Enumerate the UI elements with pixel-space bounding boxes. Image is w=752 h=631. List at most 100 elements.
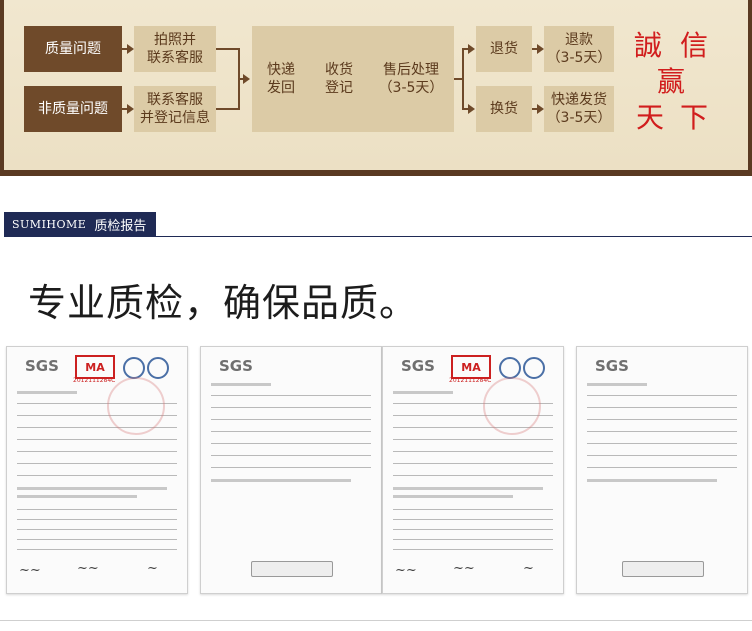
doc-rule bbox=[17, 509, 177, 510]
connector bbox=[532, 108, 538, 110]
doc-rule bbox=[393, 427, 553, 428]
exchange-goods-label: 换货 bbox=[490, 101, 518, 117]
doc-text-line bbox=[393, 495, 513, 498]
inspection-report-thumbnail: SGS bbox=[576, 346, 748, 594]
connector bbox=[462, 48, 464, 110]
arrow-icon bbox=[243, 74, 250, 84]
doc-text-line bbox=[587, 383, 647, 386]
certification-seal-icon bbox=[523, 357, 545, 379]
red-stamp-mark bbox=[107, 377, 165, 435]
doc-rule bbox=[393, 539, 553, 540]
section-divider bbox=[156, 236, 752, 237]
refund-line2: （3-5天） bbox=[546, 50, 612, 66]
doc-rule bbox=[211, 395, 371, 396]
express-ship-line1: 快递发货 bbox=[551, 92, 607, 108]
doc-rule bbox=[393, 451, 553, 452]
doc-rule bbox=[17, 463, 177, 464]
after-sales-box: 售后处理 （3-5天） bbox=[368, 26, 454, 132]
doc-rule bbox=[17, 539, 177, 540]
doc-rule bbox=[587, 431, 737, 432]
arrow-icon bbox=[468, 44, 475, 54]
express-ship-box: 快递发货 （3-5天） bbox=[544, 86, 614, 132]
express-return-box: 快递 发回 bbox=[252, 26, 310, 132]
signature-mark: ~ bbox=[147, 561, 158, 576]
red-stamp-mark bbox=[483, 377, 541, 435]
connector bbox=[462, 48, 470, 50]
signature-mark: ~~ bbox=[453, 561, 475, 576]
signature-mark: ~~ bbox=[19, 563, 41, 578]
doc-rule bbox=[393, 519, 553, 520]
page-headline: 专业质检，确保品质。 bbox=[28, 281, 419, 325]
inspection-report-thumbnail: SGS bbox=[200, 346, 382, 594]
connector bbox=[454, 78, 464, 80]
doc-rule bbox=[393, 439, 553, 440]
arrow-icon bbox=[127, 104, 134, 114]
doc-rule bbox=[17, 519, 177, 520]
certification-seal-icon bbox=[123, 357, 145, 379]
contact-register-line1: 联系客服 bbox=[147, 92, 203, 108]
doc-text-line bbox=[211, 479, 351, 482]
doc-text-line bbox=[211, 383, 271, 386]
doc-rule bbox=[211, 443, 371, 444]
return-goods-box: 退货 bbox=[476, 26, 532, 72]
doc-rule bbox=[393, 509, 553, 510]
doc-text-line bbox=[17, 495, 137, 498]
doc-rule bbox=[587, 455, 737, 456]
doc-rule bbox=[17, 415, 177, 416]
section-tag: SUMIHOME 质检报告 bbox=[4, 212, 156, 237]
connector bbox=[122, 48, 128, 50]
slogan-char: 赢 bbox=[657, 65, 686, 98]
doc-rule bbox=[393, 475, 553, 476]
brand-name: SUMIHOME bbox=[12, 218, 87, 231]
exchange-goods-box: 换货 bbox=[476, 86, 532, 132]
doc-rule bbox=[211, 455, 371, 456]
slogan-char: 天 bbox=[636, 101, 665, 134]
receive-register-box: 收货 登记 bbox=[310, 26, 368, 132]
doc-text-line bbox=[393, 391, 453, 394]
after-sales-line2: （3-5天） bbox=[378, 80, 444, 96]
sgs-logo: SGS bbox=[219, 357, 253, 375]
sgs-logo: SGS bbox=[401, 357, 435, 375]
doc-rule bbox=[211, 467, 371, 468]
sgs-logo: SGS bbox=[595, 357, 629, 375]
express-return-line1: 快递 bbox=[267, 62, 295, 78]
return-goods-label: 退货 bbox=[490, 41, 518, 57]
refund-box: 退款 （3-5天） bbox=[544, 26, 614, 72]
photo-contact-line2: 联系客服 bbox=[147, 50, 203, 66]
ma-logo: MA bbox=[75, 355, 115, 379]
sgs-logo: SGS bbox=[25, 357, 59, 375]
doc-rule bbox=[17, 529, 177, 530]
doc-text-line bbox=[393, 487, 543, 490]
bottom-divider bbox=[0, 620, 752, 621]
doc-rule bbox=[17, 427, 177, 428]
certification-seal-icon bbox=[147, 357, 169, 379]
non-quality-issue-box: 非质量问题 bbox=[24, 86, 122, 132]
doc-rule bbox=[393, 549, 553, 550]
after-sales-line1: 售后处理 bbox=[383, 62, 439, 78]
express-ship-line2: （3-5天） bbox=[546, 110, 612, 126]
connector bbox=[462, 108, 470, 110]
doc-rule bbox=[17, 451, 177, 452]
doc-text-line bbox=[17, 391, 77, 394]
doc-rule bbox=[587, 395, 737, 396]
doc-text-line bbox=[17, 487, 167, 490]
doc-rule bbox=[393, 463, 553, 464]
non-quality-issue-label: 非质量问题 bbox=[38, 101, 108, 117]
doc-rule bbox=[587, 443, 737, 444]
ma-number: 2012111284C bbox=[449, 377, 492, 384]
doc-text-line bbox=[587, 479, 717, 482]
contact-register-box: 联系客服 并登记信息 bbox=[134, 86, 216, 132]
doc-rule bbox=[587, 419, 737, 420]
section-title: 质检报告 bbox=[94, 219, 147, 234]
doc-rule bbox=[211, 419, 371, 420]
inspection-report-thumbnail: SGS MA 2012111284C ~~ ~~ ~ bbox=[6, 346, 188, 594]
doc-rule bbox=[393, 529, 553, 530]
doc-rule bbox=[17, 549, 177, 550]
signature-mark: ~ bbox=[523, 561, 534, 576]
quality-issue-label: 质量问题 bbox=[45, 41, 101, 57]
doc-rule bbox=[211, 407, 371, 408]
ma-logo: MA bbox=[451, 355, 491, 379]
inspection-report-thumbnail: SGS MA 2012111284C ~~ ~~ ~ bbox=[382, 346, 564, 594]
photo-contact-box: 拍照并 联系客服 bbox=[134, 26, 216, 72]
photo-contact-line1: 拍照并 bbox=[154, 32, 196, 48]
